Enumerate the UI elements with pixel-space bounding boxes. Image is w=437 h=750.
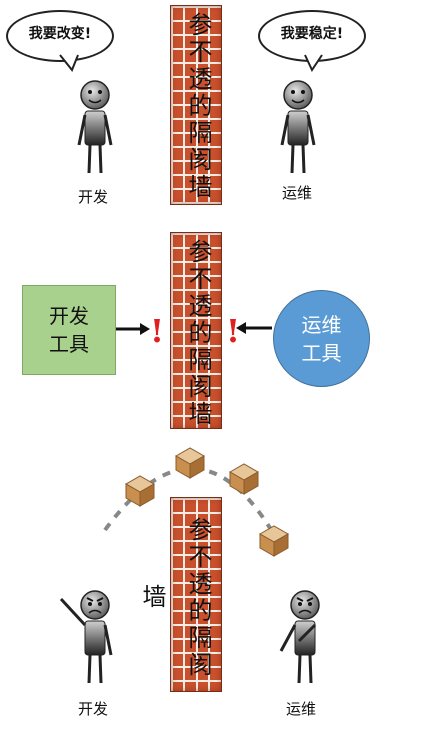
dev-stick-figure-angry bbox=[59, 590, 113, 684]
brick-wall-bottom: 参不透的隔阂墙 bbox=[138, 497, 222, 692]
dev-label-bottom: 开发 bbox=[78, 700, 109, 718]
arrow-dev-to-wall bbox=[115, 323, 150, 335]
bubble-tail-ops bbox=[304, 54, 323, 73]
arrow-ops-to-wall bbox=[236, 322, 272, 334]
alert-exclamation-left: ! bbox=[150, 312, 165, 350]
ops-label-bottom: 运维 bbox=[286, 700, 317, 718]
wall-label: 参不透的隔阂墙 bbox=[184, 12, 212, 201]
wall-label: 参不透的隔阂墙 bbox=[138, 516, 212, 679]
ops-stick-figure-top bbox=[280, 80, 316, 174]
ops-stick-figure-angry bbox=[279, 590, 320, 684]
dev-tools-box: 开发 工具 bbox=[22, 285, 116, 375]
wall-label: 参不透的隔阂墙 bbox=[184, 239, 212, 428]
bubble-tail-dev bbox=[59, 54, 79, 72]
dev-speech-bubble: 我要改变! bbox=[6, 10, 114, 62]
package-icon bbox=[174, 447, 206, 479]
ops-label-top: 运维 bbox=[282, 184, 313, 202]
package-icon bbox=[228, 463, 260, 495]
brick-wall-middle: 参不透的隔阂墙 bbox=[170, 232, 222, 429]
alert-exclamation-right: ! bbox=[226, 312, 241, 350]
package-icon bbox=[124, 475, 156, 507]
dev-label-top: 开发 bbox=[78, 188, 109, 206]
ops-tools-circle: 运维 工具 bbox=[273, 290, 370, 387]
package-icon bbox=[258, 525, 290, 557]
dev-stick-figure-top bbox=[77, 80, 113, 174]
brick-wall-top: 参不透的隔阂墙 bbox=[170, 5, 222, 205]
